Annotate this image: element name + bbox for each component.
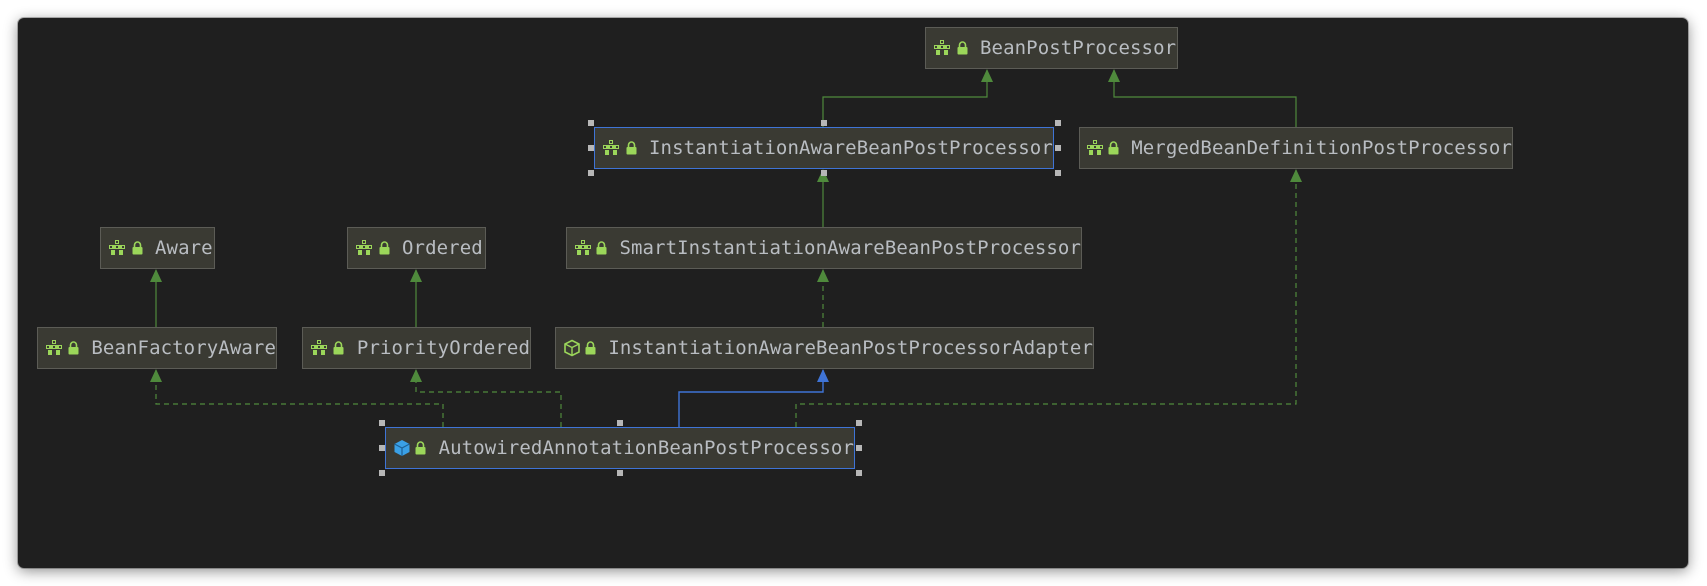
lock-icon (414, 438, 427, 458)
node-bean-post-processor[interactable]: BeanPostProcessor (925, 27, 1178, 69)
arrowhead (1108, 69, 1120, 82)
edge-instantiation-aware-extends-bean-post-processor (822, 70, 988, 127)
arrowhead (817, 269, 829, 282)
interface-icon (932, 38, 952, 58)
node-label: BeanPostProcessor (980, 37, 1177, 59)
lock-icon (67, 338, 81, 358)
node-label: BeanFactoryAware (91, 337, 276, 359)
resize-handle[interactable] (617, 420, 623, 426)
resize-handle[interactable] (821, 170, 827, 176)
arrowhead (150, 269, 162, 282)
arrowhead (150, 369, 162, 382)
edge-merged-extends-bean-post-processor (1113, 70, 1297, 127)
resize-handle[interactable] (856, 420, 862, 426)
node-merged-bean-definition-post-processor[interactable]: MergedBeanDefinitionPostProcessor (1079, 127, 1513, 169)
node-label: MergedBeanDefinitionPostProcessor (1131, 137, 1512, 159)
node-label: PriorityOrdered (356, 337, 530, 359)
lock-icon (624, 138, 638, 158)
interface-icon (44, 338, 64, 358)
node-instantiation-aware-bean-post-processor-adapter[interactable]: InstantiationAwareBeanPostProcessorAdapt… (555, 327, 1094, 369)
resize-handle[interactable] (1055, 145, 1061, 151)
resize-handle[interactable] (821, 120, 827, 126)
node-label: AutowiredAnnotationBeanPostProcessor (438, 437, 854, 459)
arrowhead (817, 369, 829, 382)
resize-handle[interactable] (1055, 170, 1061, 176)
lock-icon (955, 38, 969, 58)
lock-icon (595, 238, 608, 258)
node-autowired-annotation-bean-post-processor[interactable]: AutowiredAnnotationBeanPostProcessor (385, 427, 855, 469)
resize-handle[interactable] (588, 120, 594, 126)
interface-icon (601, 138, 621, 158)
node-priority-ordered[interactable]: PriorityOrdered (302, 327, 531, 369)
class-icon (392, 438, 411, 458)
node-label: InstantiationAwareBeanPostProcessor (649, 137, 1053, 159)
arrowhead (1290, 169, 1302, 182)
interface-icon (309, 338, 329, 358)
node-smart-instantiation-aware-bean-post-processor[interactable]: SmartInstantiationAwareBeanPostProcessor (566, 227, 1082, 269)
resize-handle[interactable] (856, 445, 862, 451)
edge-autowired-implements-bean-factory-aware (155, 370, 444, 427)
node-ordered[interactable]: Ordered (347, 227, 486, 269)
arrowhead (410, 369, 422, 382)
node-instantiation-aware-bean-post-processor[interactable]: InstantiationAwareBeanPostProcessor (594, 127, 1054, 169)
interface-icon (573, 238, 592, 258)
edge-autowired-implements-priority-ordered (415, 370, 562, 427)
lock-icon (332, 338, 346, 358)
resize-handle[interactable] (617, 470, 623, 476)
resize-handle[interactable] (379, 470, 385, 476)
node-bean-factory-aware[interactable]: BeanFactoryAware (37, 327, 277, 369)
resize-handle[interactable] (379, 445, 385, 451)
resize-handle[interactable] (856, 470, 862, 476)
node-label: Ordered (402, 237, 483, 259)
diagram-canvas[interactable]: BeanPostProcessor InstantiationAwareBean… (18, 18, 1688, 568)
node-label: SmartInstantiationAwareBeanPostProcessor (619, 237, 1081, 259)
edges-layer (150, 69, 1302, 427)
lock-icon (377, 238, 391, 258)
lock-icon (1107, 138, 1120, 158)
node-label: InstantiationAwareBeanPostProcessorAdapt… (608, 337, 1093, 359)
resize-handle[interactable] (588, 170, 594, 176)
arrowhead (981, 69, 993, 82)
arrowhead (410, 269, 422, 282)
edge-autowired-implements-merged (795, 170, 1297, 427)
abstract-class-icon (562, 338, 581, 358)
lock-icon (584, 338, 597, 358)
lock-icon (130, 238, 144, 258)
interface-icon (354, 238, 374, 258)
resize-handle[interactable] (379, 420, 385, 426)
resize-handle[interactable] (588, 145, 594, 151)
node-aware[interactable]: Aware (100, 227, 215, 269)
interface-icon (1086, 138, 1104, 158)
interface-icon (107, 238, 127, 258)
edge-autowired-extends-adapter (678, 370, 824, 427)
node-label: Aware (155, 237, 213, 259)
resize-handle[interactable] (1055, 120, 1061, 126)
